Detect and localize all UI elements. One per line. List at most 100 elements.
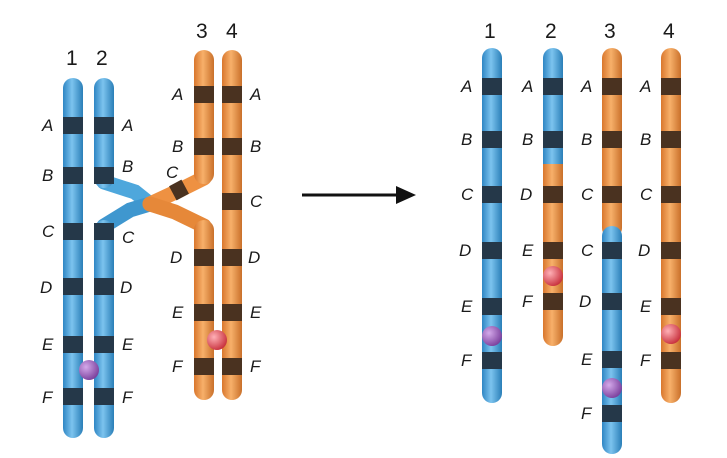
band-f	[94, 388, 114, 405]
left-number-4: 4	[226, 20, 238, 43]
band-a	[94, 117, 114, 134]
chromatid-body-blue	[602, 226, 622, 454]
left-1-label-c: C	[42, 222, 55, 241]
left-1-label-e: E	[42, 335, 54, 354]
right-3-label-b: B	[581, 130, 592, 149]
band-d	[222, 249, 242, 266]
band-f	[543, 293, 563, 310]
band-f	[602, 405, 622, 422]
band-e	[94, 336, 114, 353]
right-2-label-e: E	[522, 241, 534, 260]
band-b	[222, 138, 242, 155]
left-3-label-b: B	[172, 137, 183, 156]
right-chromatid-3	[602, 48, 622, 454]
chromatid-body	[661, 48, 681, 403]
band-c	[482, 186, 502, 203]
band-d	[63, 278, 83, 295]
centromere-purple	[482, 326, 502, 346]
band-c	[63, 223, 83, 240]
band-e	[194, 304, 214, 321]
left-chromatid-4	[222, 50, 242, 400]
chromatid-body-upper	[194, 50, 214, 184]
left-panel: 1 2 3 4	[40, 20, 263, 438]
crossover-band-c	[169, 179, 189, 201]
right-number-1: 1	[484, 20, 496, 43]
junction	[543, 164, 563, 176]
left-3-label-d: D	[170, 248, 182, 267]
band-a	[63, 117, 83, 134]
right-2-label-a: A	[521, 77, 533, 96]
band-f	[222, 358, 242, 375]
right-4-label-a: A	[639, 77, 651, 96]
band-e	[661, 298, 681, 315]
band-d	[482, 242, 502, 259]
right-4-label-c: C	[640, 185, 653, 204]
left-1-label-b: B	[42, 166, 53, 185]
left-chromatid-1	[63, 78, 83, 438]
left-4-label-b: B	[250, 137, 261, 156]
left-2-label-d: D	[120, 278, 132, 297]
band-e	[63, 336, 83, 353]
band-a	[602, 78, 622, 95]
band-d	[194, 249, 214, 266]
left-1-label-f: F	[42, 388, 54, 407]
band-b	[543, 131, 563, 148]
chromatid-body	[482, 48, 502, 403]
band-f	[661, 352, 681, 369]
left-4-label-d: D	[248, 248, 260, 267]
left-2-label-e: E	[122, 335, 134, 354]
right-3-label-e: E	[581, 350, 593, 369]
right-3-label-f: F	[581, 404, 593, 423]
left-4-label-c: C	[250, 192, 263, 211]
band-d	[543, 186, 563, 203]
left-number-2: 2	[96, 47, 108, 70]
left-4-label-f: F	[250, 357, 262, 376]
band-a	[661, 78, 681, 95]
left-4-label-a: A	[249, 85, 261, 104]
centromere-red	[543, 266, 563, 286]
band-d	[94, 278, 114, 295]
left-chromatid-2	[94, 78, 114, 438]
orange-crossover-arm-lower	[142, 196, 212, 234]
left-2-label-c: C	[122, 228, 135, 247]
left-3-label-e: E	[172, 303, 184, 322]
left-crossover-label-c: C	[166, 163, 179, 182]
left-3-label-a: A	[171, 85, 183, 104]
right-1-label-d: D	[459, 241, 471, 260]
left-1-label-a: A	[41, 116, 53, 135]
right-chromatid-2	[543, 48, 563, 346]
band-b	[194, 138, 214, 155]
right-3-label-c2: C	[581, 241, 594, 260]
band-b	[661, 131, 681, 148]
band-c	[222, 193, 242, 210]
right-3-label-a: A	[580, 77, 592, 96]
right-4-label-d: D	[638, 241, 650, 260]
right-1-label-b: B	[461, 130, 472, 149]
band-b	[63, 167, 83, 184]
left-number-1: 1	[66, 47, 78, 70]
centromere-purple-left	[79, 360, 99, 380]
right-3-label-c: C	[581, 185, 594, 204]
band-b	[482, 131, 502, 148]
band-c	[602, 186, 622, 203]
right-1-label-c: C	[461, 185, 474, 204]
band-c	[661, 186, 681, 203]
band-e	[543, 242, 563, 259]
band-a	[482, 78, 502, 95]
chromatid-body-lower	[94, 220, 114, 438]
left-2-label-a: A	[121, 116, 133, 135]
right-2-label-d: D	[520, 185, 532, 204]
band-d	[602, 293, 622, 310]
centromere-red	[661, 324, 681, 344]
right-1-label-f: F	[461, 351, 473, 370]
right-3-label-d: D	[579, 292, 591, 311]
left-3-label-f: F	[172, 357, 184, 376]
crossover-region	[96, 170, 212, 234]
chromatid-body-blue	[543, 48, 563, 178]
band-c	[94, 223, 114, 240]
band-e	[482, 298, 502, 315]
band-d	[661, 242, 681, 259]
left-2-label-b: B	[122, 157, 133, 176]
left-2-label-f: F	[122, 388, 134, 407]
